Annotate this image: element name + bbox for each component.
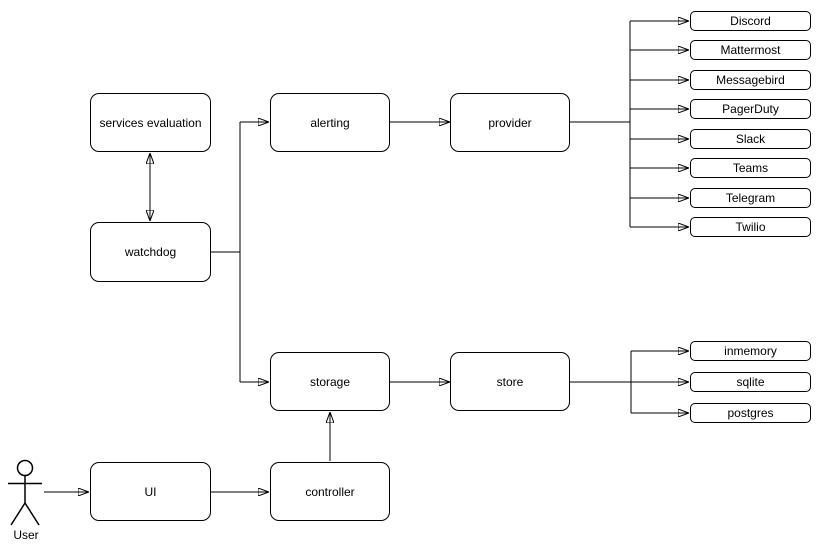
node-controller: controller [270, 462, 390, 521]
node-mattermost: Mattermost [690, 40, 811, 60]
node-postgres: postgres [690, 403, 811, 423]
node-alerting: alerting [270, 93, 390, 152]
node-discord: Discord [690, 11, 811, 31]
node-telegram: Telegram [690, 188, 811, 208]
node-ui: UI [90, 462, 211, 521]
node-twilio: Twilio [690, 217, 811, 237]
node-pagerduty: PagerDuty [690, 99, 811, 119]
node-teams: Teams [690, 158, 811, 178]
node-messagebird: Messagebird [690, 70, 811, 90]
node-inmemory: inmemory [690, 341, 811, 361]
node-services-evaluation: services evaluation [90, 93, 211, 152]
node-provider: provider [450, 93, 570, 152]
node-slack: Slack [690, 129, 811, 149]
node-watchdog: watchdog [90, 222, 211, 282]
node-storage: storage [270, 352, 390, 411]
user-actor-icon [8, 459, 42, 526]
node-store: store [450, 352, 570, 411]
user-actor [8, 459, 42, 526]
node-sqlite: sqlite [690, 372, 811, 392]
user-actor-label: User [13, 528, 39, 542]
